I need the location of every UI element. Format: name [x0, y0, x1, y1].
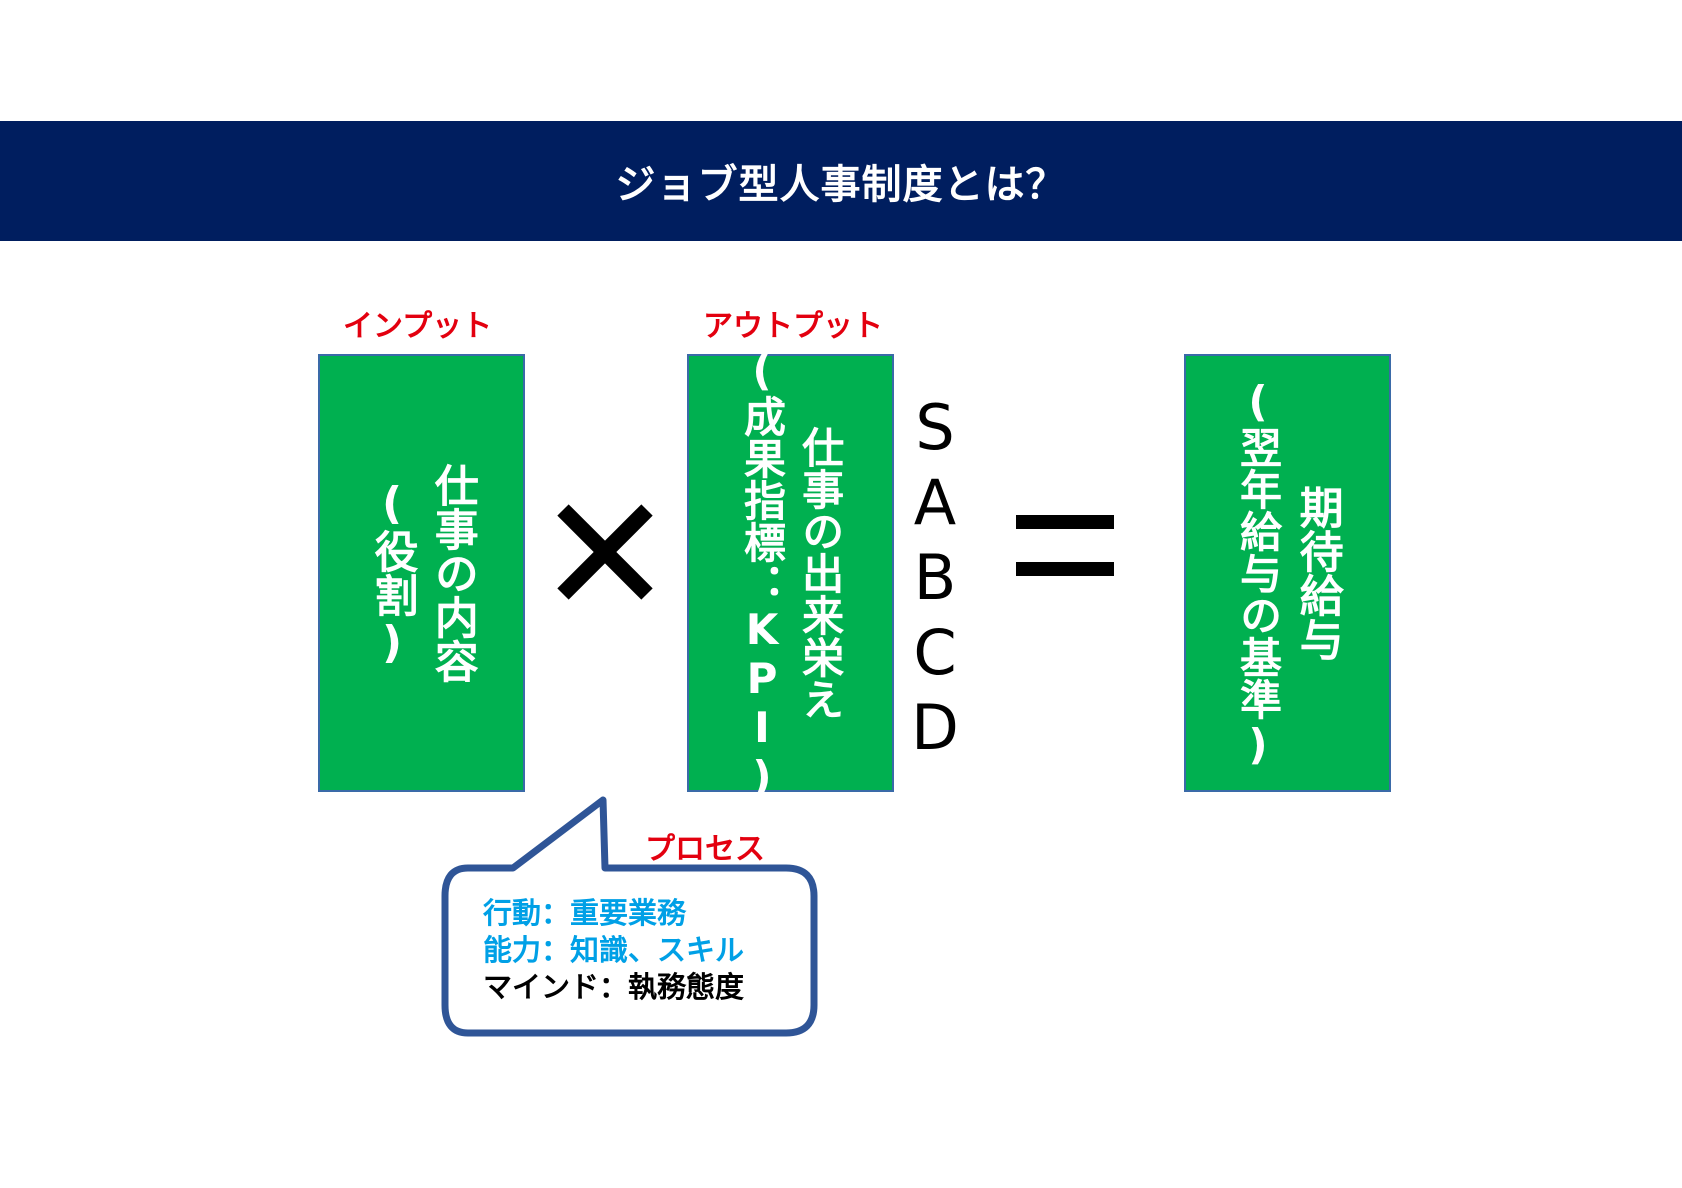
- input-box-sub-text: (役割): [366, 478, 418, 668]
- grade-a: A: [913, 466, 957, 539]
- grade-c: C: [913, 616, 957, 689]
- result-box-sub-text: (翌年給与の基準): [1233, 377, 1283, 769]
- title-banner: ジョブ型人事制度とは？: [0, 121, 1682, 241]
- grade-s: S: [915, 391, 955, 464]
- process-label: プロセス: [645, 832, 765, 867]
- callout-mind-line: マインド：執務態度: [483, 970, 745, 1004]
- grade-b: B: [913, 541, 957, 614]
- process-callout-text: 行動：重要業務 能力：知識、スキル マインド：執務態度: [483, 895, 744, 1006]
- result-box: 期待給与 (翌年給与の基準): [1184, 354, 1391, 792]
- page-title: ジョブ型人事制度とは？: [615, 162, 1067, 208]
- output-box-sub-text: (成果指標：KPI): [737, 345, 787, 801]
- input-label: インプット: [343, 309, 493, 344]
- input-box: 仕事の内容 (役割): [318, 354, 525, 792]
- equals-icon: [1016, 515, 1114, 576]
- multiply-icon: [557, 504, 653, 600]
- process-callout-bubble: [441, 796, 818, 1037]
- callout-ability-line: 能力：知識、スキル: [483, 933, 745, 967]
- input-box-main-text: 仕事の内容: [426, 463, 478, 683]
- grade-d: D: [911, 691, 959, 764]
- result-box-main-text: 期待給与: [1291, 485, 1343, 661]
- grade-list: S A B C D: [900, 390, 970, 765]
- output-label: アウトプット: [703, 309, 883, 344]
- output-box: 仕事の出来栄え (成果指標：KPI): [687, 346, 894, 801]
- callout-behavior-line: 行動：重要業務: [483, 896, 687, 930]
- output-box-main-text: 仕事の出来栄え: [795, 426, 845, 720]
